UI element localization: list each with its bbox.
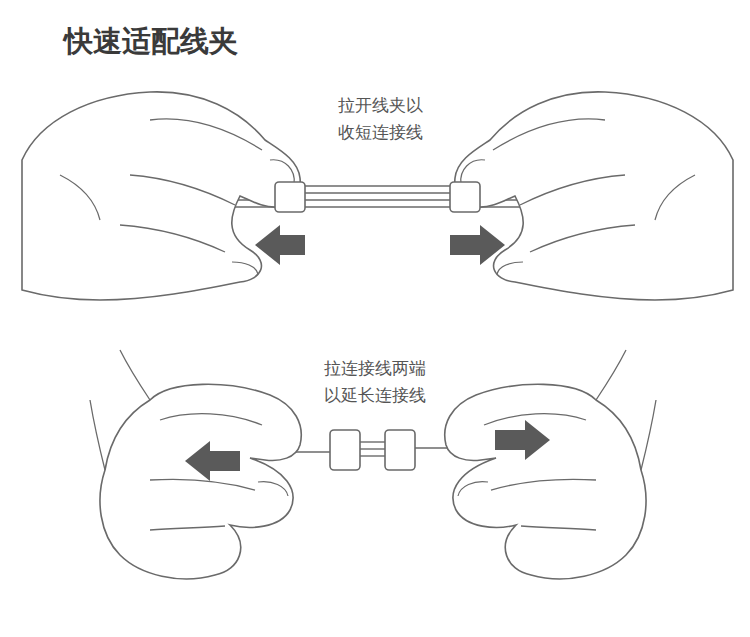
page-title: 快速适配线夹 — [64, 22, 238, 62]
step-caption: 拉连接线两端 以延长连接线 — [314, 355, 436, 409]
step-caption: 拉开线夹以 收短连接线 — [319, 92, 441, 146]
